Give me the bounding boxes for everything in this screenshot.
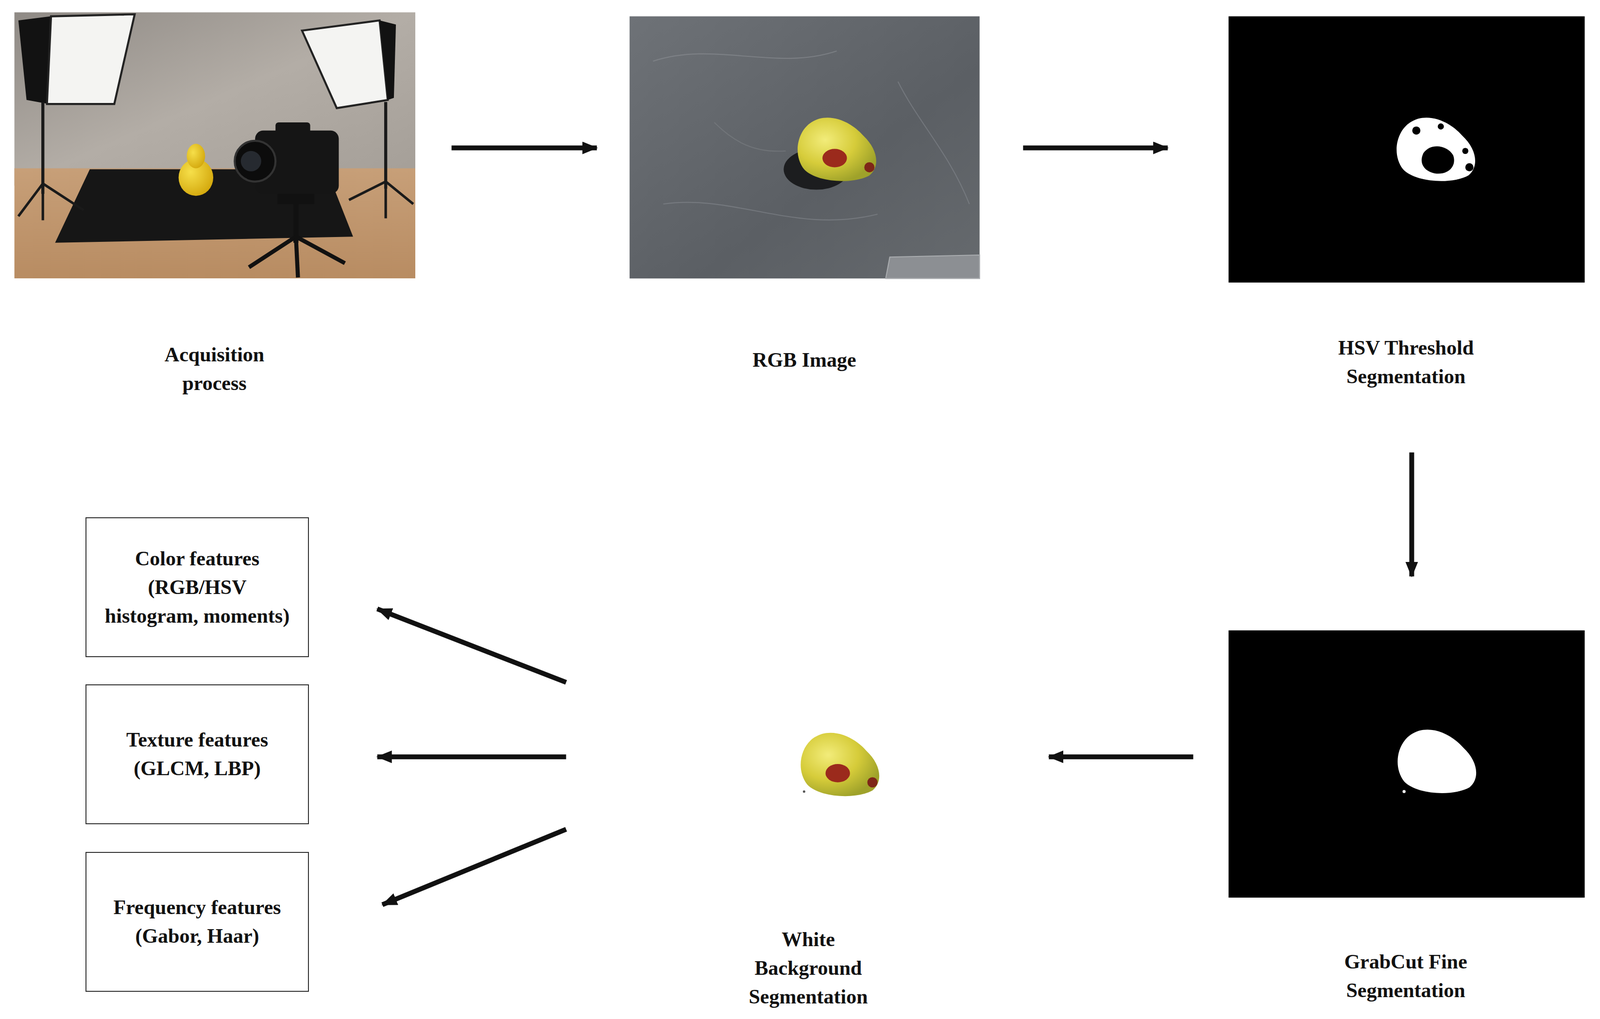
- stand-leg: [18, 183, 43, 217]
- stand-leg: [41, 183, 45, 221]
- image-panel: Acquisition process: [14, 12, 415, 404]
- tripod-leg: [249, 236, 297, 268]
- pear-top: [186, 143, 205, 169]
- softbox-side: [379, 20, 396, 101]
- flow-arrow: [1048, 754, 1193, 760]
- surface: [629, 16, 980, 279]
- pear: [797, 117, 877, 182]
- scratch: [898, 81, 970, 205]
- stand-leg: [348, 181, 386, 201]
- stand-leg: [384, 181, 387, 219]
- caption: Acquisition process: [148, 340, 281, 398]
- lens-glass: [240, 151, 262, 172]
- flow-arrow: [377, 754, 567, 760]
- caption: White Background Segmentation: [736, 925, 880, 1012]
- feature-label: Frequency features (Gabor, Haar): [102, 893, 293, 951]
- softbox-light: [302, 20, 388, 109]
- caption: GrabCut Fine Segmentation: [1324, 947, 1488, 1005]
- flow-arrow: [1409, 452, 1414, 577]
- flow-arrow: [1022, 145, 1168, 151]
- mask-hole: [1437, 123, 1445, 130]
- mask-blob: [1396, 117, 1476, 182]
- flow-arrow: [451, 145, 597, 151]
- scratch: [652, 51, 837, 62]
- mask-dot: [1402, 790, 1406, 794]
- flow-arrow: [377, 609, 567, 683]
- plate: [885, 255, 980, 279]
- mask-ground: [1228, 630, 1585, 898]
- hsv-mask: [1228, 16, 1585, 283]
- feature-box: Frequency features (Gabor, Haar): [85, 851, 309, 992]
- bruise: [822, 149, 847, 168]
- connector-group: [377, 148, 1413, 905]
- acquisition-photo: [14, 12, 416, 279]
- scratch: [663, 202, 878, 221]
- pear: [800, 732, 880, 797]
- camera-prism: [275, 122, 310, 135]
- mask-hole: [1462, 148, 1469, 155]
- caption: RGB Image: [702, 345, 907, 375]
- scratch: [714, 122, 786, 152]
- pear-end: [867, 777, 878, 788]
- image-panel: White Background Segmentation: [612, 652, 1005, 1017]
- flow-arrow: [382, 829, 566, 905]
- mask-blob: [1397, 729, 1477, 794]
- stand: [384, 102, 388, 189]
- white-result: [800, 732, 880, 797]
- image-panel: GrabCut Fine Segmentation: [1227, 630, 1584, 1011]
- pear-end: [864, 162, 875, 173]
- image-panel: RGB Image: [629, 16, 980, 380]
- stand-leg: [42, 183, 84, 211]
- speck: [802, 790, 806, 793]
- mask-hole: [1412, 126, 1421, 135]
- mask-hole: [1465, 163, 1474, 172]
- grabcut-mask: [1228, 630, 1585, 898]
- mask-ground: [1228, 16, 1585, 283]
- caption: HSV Threshold Segmentation: [1321, 333, 1491, 392]
- softbox-light: [47, 14, 136, 104]
- stand: [41, 102, 45, 194]
- feature-label: Texture features (GLCM, LBP): [102, 725, 293, 783]
- feature-box: Color features (RGB/HSV histogram, momen…: [85, 517, 309, 658]
- image-panel: HSV Threshold Segmentation: [1227, 16, 1584, 397]
- camera-lens: [234, 140, 276, 182]
- wall: [14, 12, 416, 186]
- bruise: [825, 764, 851, 783]
- mask-hole: [1421, 146, 1455, 174]
- rgb-photo: [629, 16, 980, 279]
- stand-leg: [385, 181, 414, 205]
- table: [14, 168, 416, 279]
- softbox-side: [18, 16, 52, 105]
- feature-box: Texture features (GLCM, LBP): [85, 684, 309, 825]
- tripod-leg: [295, 236, 345, 264]
- tripod-leg: [295, 236, 298, 278]
- feature-label: Color features (RGB/HSV histogram, momen…: [102, 544, 293, 631]
